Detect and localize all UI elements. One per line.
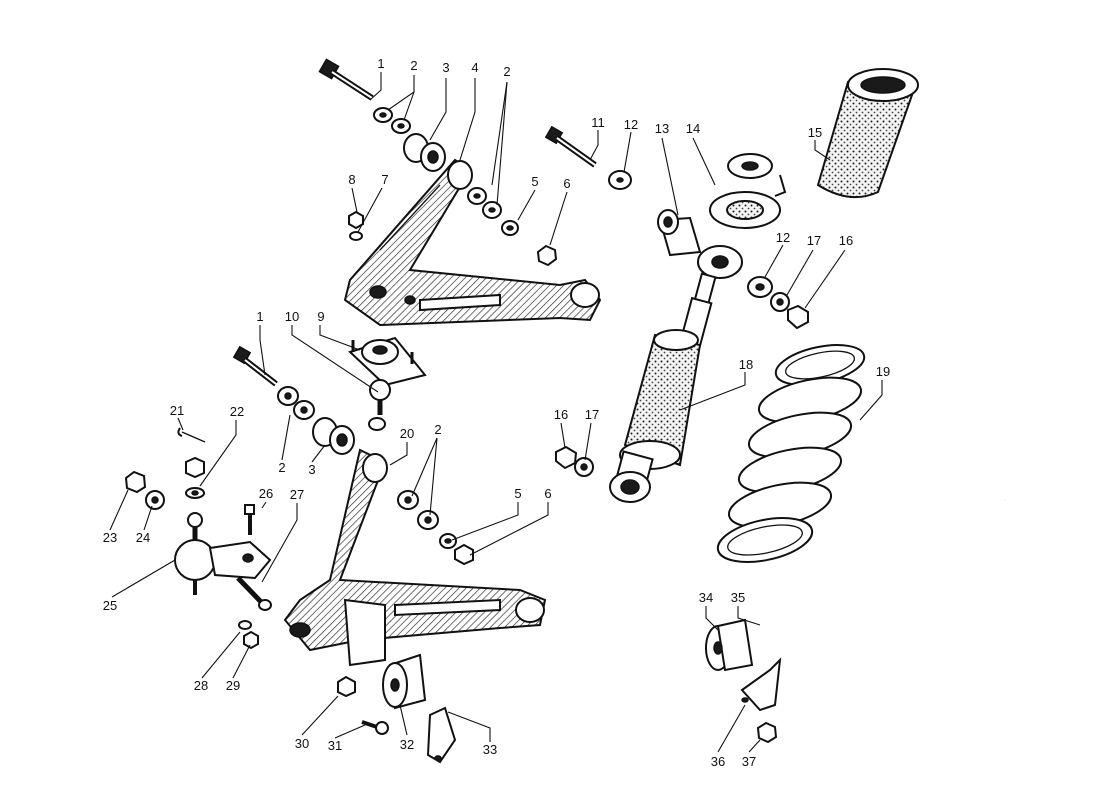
label-12a: 12 (624, 117, 638, 132)
label-33: 33 (483, 742, 497, 757)
label-24: 24 (136, 530, 150, 545)
label-32: 32 (400, 737, 414, 752)
label-18: 18 (739, 357, 753, 372)
label-8: 8 (348, 172, 355, 187)
bump-stop-15 (816, 68, 919, 199)
label-20: 20 (400, 426, 414, 441)
upper-wishbone (343, 158, 602, 327)
pin-nut-21-22 (177, 427, 206, 499)
label-36: 36 (711, 754, 725, 769)
label-12b: 12 (776, 230, 790, 245)
coil-spring-19 (716, 344, 866, 563)
nut-washer-16-17-lower (555, 445, 594, 477)
label-7: 7 (381, 172, 388, 187)
seat-14 (709, 153, 787, 229)
label-13: 13 (655, 121, 669, 136)
label-4: 4 (471, 60, 478, 75)
label-31: 31 (328, 738, 342, 753)
label-1b: 1 (256, 309, 263, 324)
label-35: 35 (731, 590, 745, 605)
label-25: 25 (103, 598, 117, 613)
nut-37 (756, 721, 778, 744)
label-3b: 3 (308, 462, 315, 477)
bolts-26-27 (236, 504, 272, 611)
nut-30-bolt-31 (337, 675, 389, 735)
shock-absorber-18 (609, 245, 743, 503)
label-17a: 17 (807, 233, 821, 248)
upper-bolt (318, 58, 374, 101)
upper-nut-6 (536, 244, 558, 267)
label-28: 28 (194, 678, 208, 693)
label-16a: 16 (839, 233, 853, 248)
bracket-36 (740, 657, 782, 712)
label-5a: 5 (531, 174, 538, 189)
label-1a: 1 (377, 56, 384, 71)
lower-bush-3 (312, 417, 355, 455)
label-17b: 17 (585, 407, 599, 422)
label-6a: 6 (563, 176, 570, 191)
lower-ball-joint-25 (174, 512, 272, 595)
label-15: 15 (808, 125, 822, 140)
label-34: 34 (699, 590, 713, 605)
label-29: 29 (226, 678, 240, 693)
label-19: 19 (876, 364, 890, 379)
upper-washers-right (467, 187, 519, 236)
anti-roll-bar-35 (391, 498, 1006, 692)
label-9: 9 (317, 309, 324, 324)
label-6b: 6 (544, 486, 551, 501)
upper-washers-left (373, 107, 411, 134)
label-10: 10 (285, 309, 299, 324)
small-nut-8 (348, 210, 364, 241)
label-3a: 3 (442, 60, 449, 75)
bolt-11 (544, 125, 632, 190)
label-22: 22 (230, 404, 244, 419)
leader-lines (109, 72, 883, 753)
bushing-32 (382, 653, 427, 710)
label-30: 30 (295, 736, 309, 751)
washers-28-29 (238, 620, 259, 650)
label-14: 14 (686, 121, 700, 136)
label-16b: 16 (554, 407, 568, 422)
lower-wishbone-20 (283, 448, 547, 667)
label-11: 11 (591, 115, 605, 130)
label-37: 37 (742, 754, 756, 769)
bush-13 (657, 209, 702, 257)
label-23: 23 (103, 530, 117, 545)
label-2c: 2 (434, 422, 441, 437)
label-2d: 2 (278, 460, 285, 475)
label-5b: 5 (514, 486, 521, 501)
nut-washer-23-24 (124, 470, 165, 510)
washer-nut-12-17-16 (747, 276, 809, 330)
bracket-33 (426, 706, 457, 764)
label-21: 21 (170, 403, 184, 418)
lower-washers-2-5 (397, 490, 474, 566)
part-labels: 1 2 3 4 2 8 7 5 6 11 12 13 14 15 12 17 1… (103, 56, 890, 769)
upper-bush (403, 133, 446, 172)
upper-ball-joint (348, 336, 427, 431)
bushing-34 (705, 618, 754, 672)
label-2b: 2 (503, 64, 510, 79)
label-27: 27 (290, 487, 304, 502)
label-2a: 2 (410, 58, 417, 73)
lower-bolt-1 (232, 345, 315, 420)
label-26: 26 (259, 486, 273, 501)
